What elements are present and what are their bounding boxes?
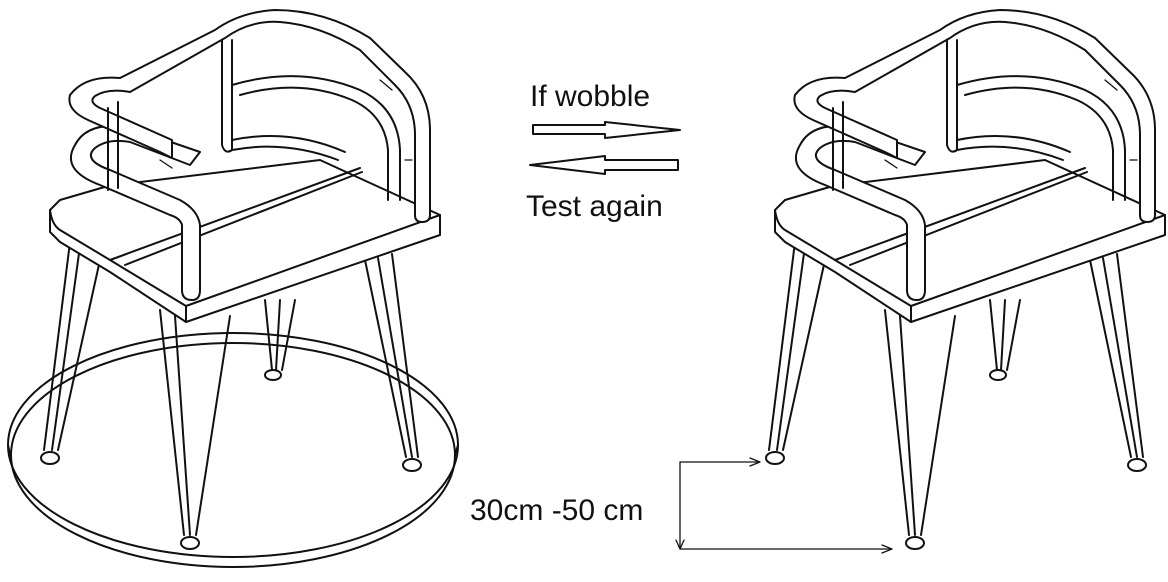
test-again-label: Test again [526, 190, 663, 223]
chair-right [765, 9, 1166, 550]
right-chair [765, 9, 1166, 550]
left-chair-on-turntable [7, 9, 459, 568]
chair-left [40, 9, 441, 550]
arrow-left [529, 155, 679, 175]
turntable [7, 332, 459, 568]
if-wobble-label: If wobble [530, 80, 651, 113]
height-dimension [675, 457, 893, 554]
arrow-right [532, 121, 681, 139]
height-range-label: 30cm -50 cm [470, 494, 644, 527]
